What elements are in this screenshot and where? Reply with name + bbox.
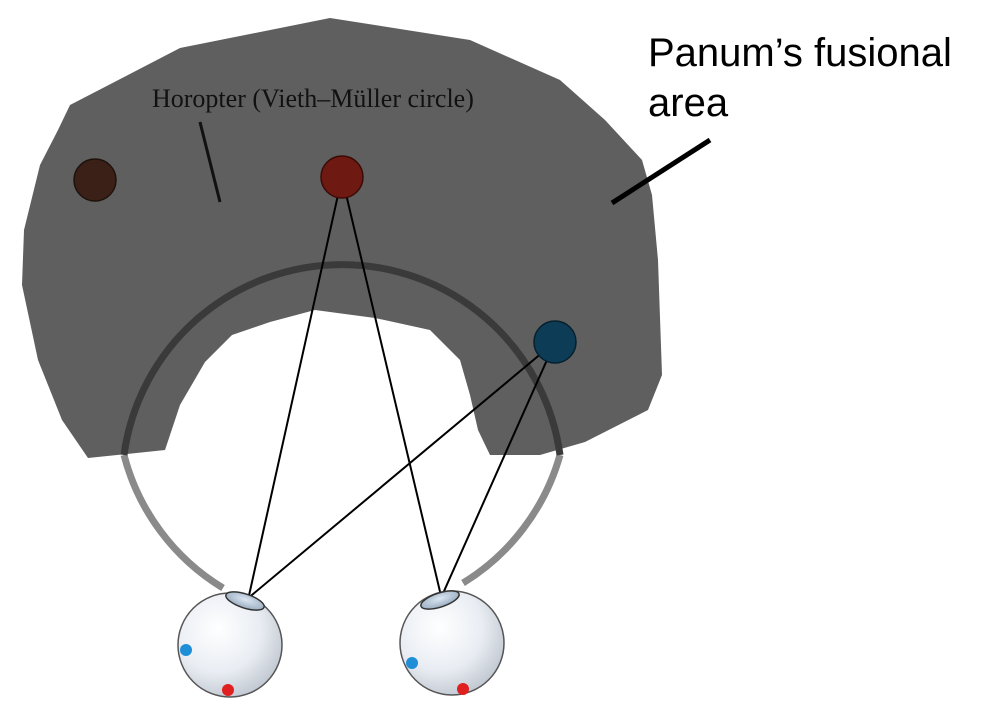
right-lens bbox=[420, 590, 460, 610]
horopter-lower-arc bbox=[461, 454, 564, 586]
fixation-point bbox=[320, 155, 364, 199]
horopter-leader-line bbox=[198, 121, 222, 203]
near-point bbox=[73, 158, 117, 202]
horopter-label: Horopter (Vieth–Müller circle) bbox=[152, 84, 474, 113]
horopter-lower-arc bbox=[120, 454, 225, 591]
left-eye bbox=[177, 591, 283, 698]
panum-leader-line bbox=[610, 137, 712, 206]
left-lens bbox=[225, 591, 265, 611]
panums-fusional-area bbox=[22, 18, 662, 458]
left-retina-blue-dot bbox=[180, 644, 192, 656]
right-retina-red-dot bbox=[457, 683, 469, 695]
right-retina-blue-dot bbox=[406, 657, 418, 669]
left-eyeball bbox=[177, 592, 283, 698]
blue-point bbox=[533, 320, 577, 364]
right-eye bbox=[399, 590, 505, 696]
panums-fusional-area-label: Panum’s fusional area bbox=[648, 31, 952, 125]
left-retina-red-dot bbox=[222, 684, 234, 696]
right-eyeball bbox=[399, 590, 505, 696]
